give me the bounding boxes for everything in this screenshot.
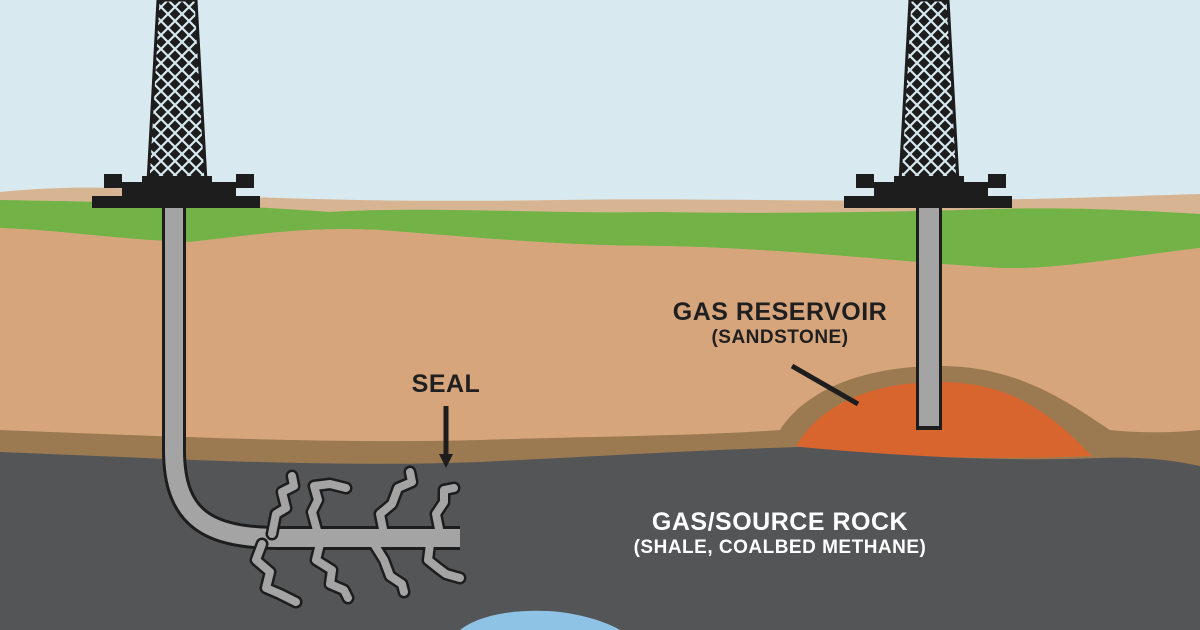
vertical-well: [916, 208, 942, 430]
left-rig-platform: [92, 196, 260, 208]
source-rock-title: GAS/SOURCE ROCK: [651, 508, 909, 536]
left-derrick: [146, 0, 208, 184]
aquifer: [460, 610, 620, 630]
seal-title: SEAL: [411, 370, 481, 398]
reservoir-pointer: [790, 363, 860, 407]
fractures: [249, 465, 467, 609]
source-rock-subtitle: (SHALE, COALBED METHANE): [633, 537, 927, 558]
seal-label: SEAL: [386, 370, 506, 398]
right-rig-platform: [844, 196, 1012, 208]
gas-reservoir-dome: [796, 382, 1092, 458]
right-drilling-rig: [844, 0, 1012, 208]
right-derrick: [898, 0, 960, 184]
gas-reservoir-subtitle: (SANDSTONE): [711, 327, 849, 348]
source-rock-label: GAS/SOURCE ROCK (SHALE, COALBED METHANE): [580, 508, 980, 560]
grass-layer: [0, 200, 1200, 269]
shale-layer: [0, 447, 1200, 630]
gas-reservoir-title: GAS RESERVOIR: [672, 298, 888, 326]
left-drilling-rig: [92, 0, 260, 208]
gas-reservoir-label: GAS RESERVOIR (SANDSTONE): [640, 298, 920, 350]
seal-pointer: [439, 406, 453, 468]
horizontal-well: [162, 208, 460, 550]
